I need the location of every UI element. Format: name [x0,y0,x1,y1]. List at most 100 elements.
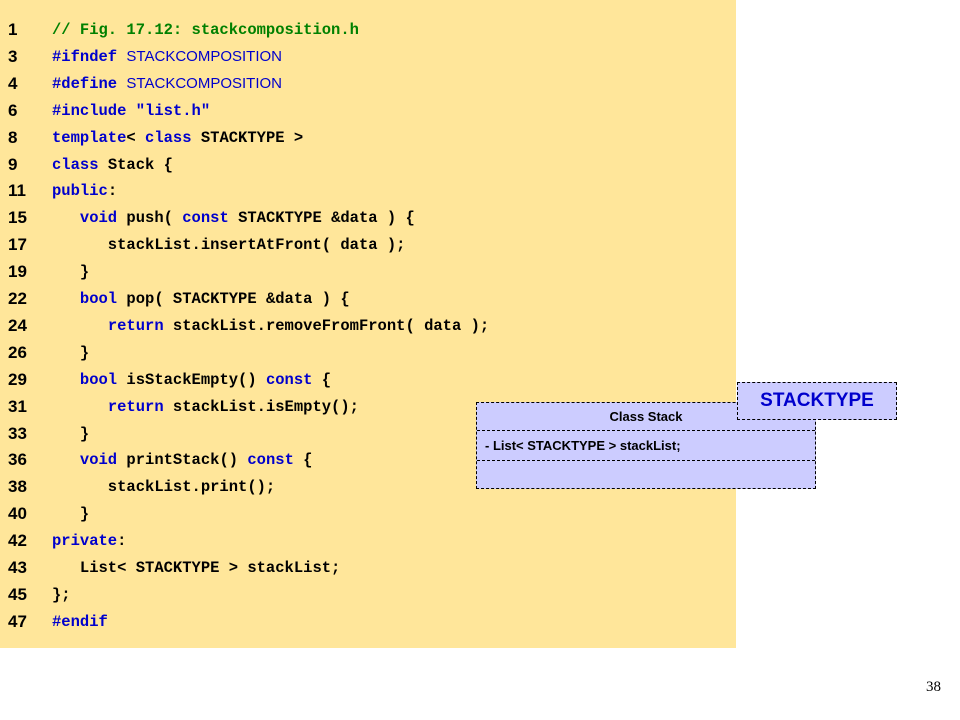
code-text: void printStack() const { [52,447,313,473]
code-token [52,451,80,469]
code-token: #include [52,101,136,120]
code-token: return [107,397,164,416]
code-token: private [52,532,118,551]
code-text: #include "list.h" [52,98,210,124]
code-token: // Fig. 17.12: stackcomposition.h [52,21,359,39]
line-number: 22 [8,289,27,308]
uml-divider [477,430,815,431]
code-text: return stackList.removeFromFront( data )… [52,313,489,339]
uml-divider [477,460,815,461]
code-token: void [79,451,118,470]
code-token: : [107,182,118,201]
line-number: 9 [8,154,18,174]
page-number: 38 [926,679,941,695]
code-token: } [52,263,90,282]
code-token [52,371,80,389]
code-token: public [52,182,108,201]
code-token: push( [117,209,183,228]
code-token: return [107,316,164,335]
code-token: stackList.removeFromFront( data ); [163,316,490,335]
code-token: stackList.isEmpty(); [163,397,359,416]
code-token: List< STACKTYPE > stackList; [52,559,341,577]
line-number: 36 [8,450,27,470]
code-token: "list.h" [135,101,211,120]
line-number: 15 [8,208,27,228]
line-number: 40 [8,504,27,524]
code-text: } [52,259,89,285]
code-text: #define STACKCOMPOSITION [52,71,282,97]
uml-class-title: Class Stack [609,409,683,424]
code-token: STACKTYPE &data ) { [228,209,415,228]
code-token: { [312,370,332,389]
code-token: const [247,451,294,470]
code-text: bool pop( STACKTYPE &data ) { [52,286,350,312]
code-token: bool [79,370,118,389]
code-token: const [265,370,313,389]
code-token: Stack { [98,155,173,174]
code-token: #define [52,74,127,93]
line-number: 38 [8,477,27,497]
code-token [52,290,80,308]
code-token: #ifndef [52,47,127,66]
code-text: template< class STACKTYPE > [52,125,303,151]
code-text: } [52,421,89,447]
line-number: 17 [8,235,27,255]
code-text: stackList.insertAtFront( data ); [52,232,406,258]
code-text: }; [52,582,71,608]
line-number: 11 [8,181,26,201]
code-text: #ifndef STACKCOMPOSITION [52,44,282,70]
code-token: const [182,209,229,228]
line-number: 1 [8,20,18,39]
line-number: 3 [8,46,18,66]
code-token: STACKCOMPOSITION [126,47,282,65]
line-number: 26 [8,342,27,362]
code-token: < [126,128,146,147]
code-token: STACKTYPE > [191,128,304,147]
code-token: } [52,505,90,524]
code-text: bool isStackEmpty() const { [52,367,331,393]
code-token: isStackEmpty() [117,370,266,389]
code-text: void push( const STACKTYPE &data ) { [52,205,415,231]
line-number: 4 [8,73,18,93]
code-token [52,209,80,227]
line-number: 45 [8,584,27,604]
line-number: 24 [8,315,27,335]
line-number: 8 [8,127,18,147]
code-token: } [52,343,90,362]
code-text: } [52,340,89,366]
code-token: stackList.print(); [52,478,276,497]
code-token: printStack() [117,451,248,470]
uml-attribute: - List< STACKTYPE > stackList; [485,438,681,453]
code-text: public: [52,178,117,204]
code-text: #endif [52,609,108,635]
code-token: class [52,155,99,174]
line-number: 19 [8,262,27,282]
code-token [52,398,108,416]
code-token: STACKCOMPOSITION [126,74,282,92]
code-text: private: [52,528,126,554]
code-token: #endif [52,612,108,631]
code-token: pop( STACKTYPE &data ) { [117,290,350,308]
code-text: stackList.print(); [52,474,275,500]
code-text: List< STACKTYPE > stackList; [52,555,340,581]
line-number: 31 [8,396,27,416]
code-token: class [145,128,192,147]
code-token: template [52,128,127,147]
code-token: { [293,451,313,470]
code-token: bool [79,290,118,308]
code-token: void [79,209,118,228]
code-text: } [52,501,89,527]
line-number: 43 [8,558,27,577]
code-text: class Stack { [52,152,173,178]
line-number: 6 [8,100,18,120]
code-token: stackList.insertAtFront( data ); [52,236,406,255]
line-number: 47 [8,611,27,631]
code-token: : [117,532,127,551]
code-token: }; [52,585,71,604]
uml-template-parameter: STACKTYPE [737,382,897,420]
code-text: return stackList.isEmpty(); [52,394,359,420]
code-text: // Fig. 17.12: stackcomposition.h [52,17,359,43]
code-token: } [52,424,90,443]
code-token [52,317,108,335]
line-number: 42 [8,531,27,551]
